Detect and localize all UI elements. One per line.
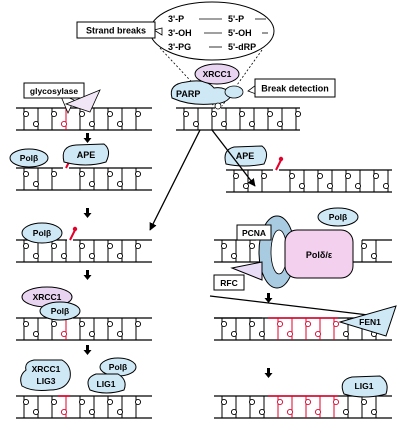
break-site-marker <box>214 102 222 110</box>
strand-break-ends-3prime: 3'-P 3'-OH 3'-PG <box>168 14 192 52</box>
xrcc1-lig3-shape <box>20 359 71 391</box>
polb-shape-left-2 <box>9 148 49 168</box>
lig1-shape-left <box>87 373 126 394</box>
parp-xrcc1-complex: PARP XRCC1 <box>170 63 244 110</box>
dna-strand-polb-left <box>16 226 152 263</box>
fen1-shape <box>338 305 397 337</box>
arrow-to-short-patch <box>149 129 201 231</box>
dna-strand-ligation-right <box>214 395 392 419</box>
polb-shape-right <box>317 207 359 227</box>
lig1-shape-right <box>341 375 388 398</box>
parp-small-blob <box>224 85 244 99</box>
strand-break-ends-panel: 3'-P 3'-OH 3'-PG 5'-P 5'-OH 5'-dRP <box>149 1 275 61</box>
lig1-label-right: LIG1 <box>355 381 374 391</box>
lig1-complex-right: LIG1 <box>341 375 388 398</box>
step-arrow-left-1 <box>83 133 92 143</box>
end-3p-pg: 3'-PG <box>168 42 191 52</box>
step-arrow-right-1 <box>264 293 273 303</box>
polb-label-right: Polβ <box>329 212 347 222</box>
polb-ape-complex: APE Polβ <box>9 143 110 168</box>
dna-strand-parp <box>176 107 302 131</box>
glycosylase-wedge <box>64 89 101 113</box>
strand-breaks-callout: Strand breaks <box>76 21 163 39</box>
ape-label-left: APE <box>77 150 96 160</box>
pcna-label: PCNA <box>242 228 266 238</box>
end-5p-p: 5'-P <box>228 14 244 24</box>
pcna-label-box <box>236 224 272 241</box>
xrcc1-label-top: XRCC1 <box>203 69 232 79</box>
lig3-label: LIG3 <box>37 376 56 386</box>
dna-strand-ligation-left <box>16 395 152 419</box>
break-detection-callout: Break detection <box>247 78 336 98</box>
ape-shape-left <box>62 143 110 166</box>
polb-label-left-3: Polβ <box>33 228 51 238</box>
rfc-shape <box>230 261 263 281</box>
ligation-complex-left: XRCC1 LIG3 Polβ LIG1 <box>20 357 137 394</box>
polb-label-left-4: Polβ <box>51 306 69 316</box>
step-arrow-left-3 <box>83 270 92 280</box>
break-detection-label: Break detection <box>261 84 329 94</box>
polb-label-left-5: Polβ <box>109 362 127 372</box>
end-3p-p: 3'-P <box>168 14 184 24</box>
end-5p-oh: 5'-OH <box>228 28 252 38</box>
polb-label-left-2: Polβ <box>20 153 38 163</box>
polb-complex-left-3: Polβ <box>21 222 63 244</box>
zoom-line-left <box>159 47 215 107</box>
end-5p-drp: 5'-dRP <box>228 42 256 52</box>
dna-strand-ape-right <box>226 156 392 193</box>
polb-shape-left-4 <box>39 301 81 321</box>
glycosylase-group: glycosylase <box>23 82 101 114</box>
ape-label-right: APE <box>236 151 255 161</box>
glycosylase-label: glycosylase <box>30 86 78 96</box>
pold-shape <box>284 229 354 279</box>
end-3p-oh: 3'-OH <box>168 28 192 38</box>
parp-label: PARP <box>176 89 200 99</box>
parp-shape <box>170 80 233 105</box>
step-arrow-left-2 <box>83 208 92 218</box>
xrcc1-shape-top <box>194 63 240 85</box>
lig1-label-left: LIG1 <box>97 379 116 389</box>
rfc-label: RFC <box>220 278 237 288</box>
fen1-complex: FEN1 <box>338 305 397 337</box>
flow-arrows <box>149 129 256 231</box>
rfc-label-box <box>213 274 245 291</box>
strand-break-ends-5prime: 5'-P 5'-OH 5'-dRP <box>228 14 256 52</box>
dna-strand-xrcc1-polb <box>16 304 152 341</box>
long-patch-replication-complex: Polβ Polδ/ε PCNA RFC <box>213 207 359 291</box>
strand-breaks-label: Strand breaks <box>86 26 146 36</box>
fen1-label: FEN1 <box>359 317 381 327</box>
pold-label: Polδ/ε <box>306 250 333 260</box>
xrcc1-label-left-4: XRCC1 <box>33 292 62 302</box>
step-arrow-left-4 <box>83 345 92 355</box>
arrow-to-long-patch <box>211 129 256 187</box>
step-arrow-right-2 <box>264 368 273 378</box>
dna-strand-glycosylase <box>16 107 152 131</box>
xrcc1-label-left-5: XRCC1 <box>32 364 61 374</box>
xrcc1-polb-complex: XRCC1 Polβ <box>21 286 81 321</box>
polb-shape-left-3 <box>21 222 63 244</box>
step-arrows <box>83 133 273 378</box>
